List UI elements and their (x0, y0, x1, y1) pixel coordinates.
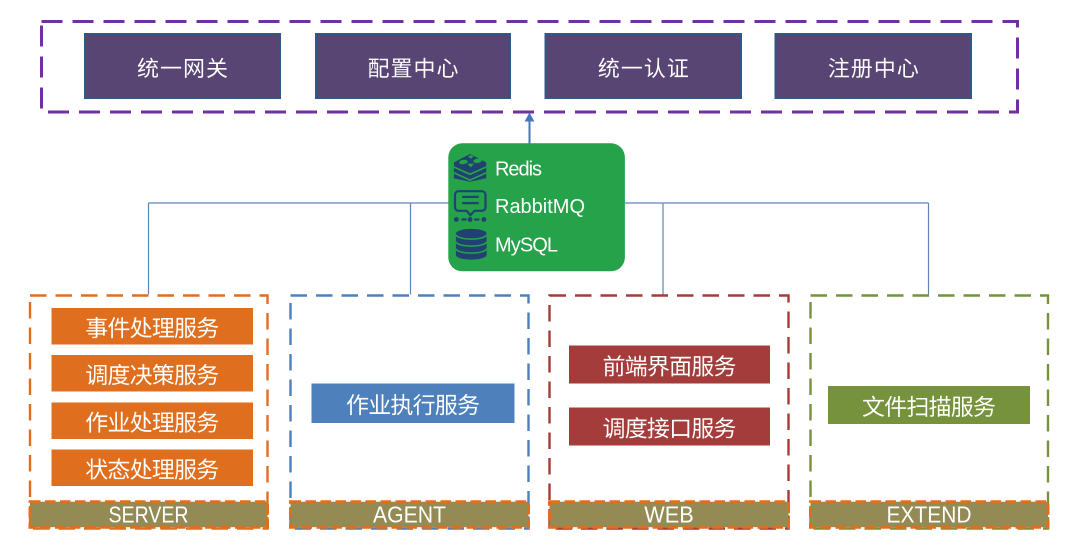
svg-text:WEB: WEB (644, 502, 694, 528)
svg-text:Redis: Redis (495, 159, 542, 181)
svg-text:MySQL: MySQL (495, 234, 558, 256)
svg-text:AGENT: AGENT (373, 502, 446, 528)
svg-text:SERVER: SERVER (109, 502, 189, 528)
svg-text:EXTEND: EXTEND (887, 502, 972, 528)
svg-text:RabbitMQ: RabbitMQ (495, 196, 585, 218)
